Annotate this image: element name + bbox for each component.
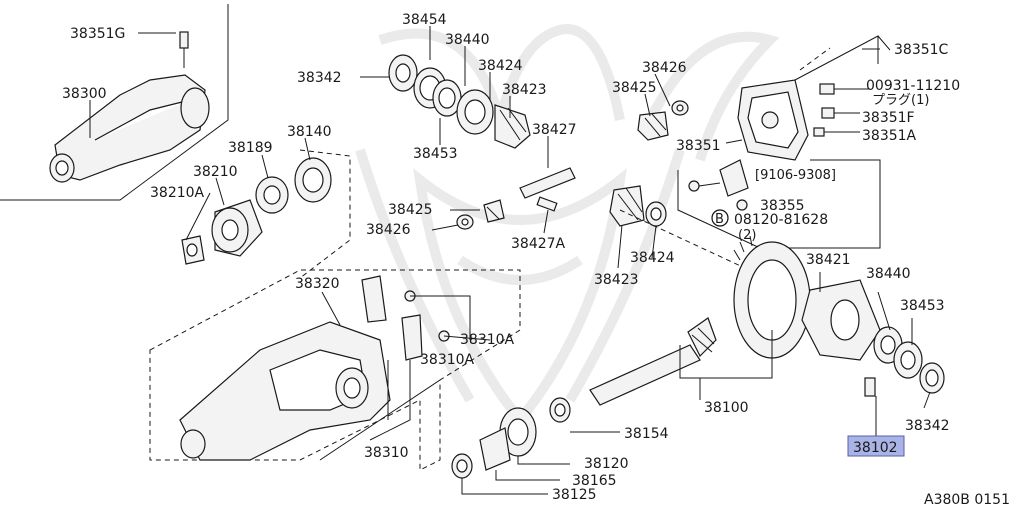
- label-38310[interactable]: 38310: [364, 445, 409, 461]
- pinion-mate-group: [456, 167, 576, 230]
- side-gear-group-mid: [609, 185, 761, 276]
- label-38351g[interactable]: 38351G: [70, 26, 125, 42]
- highlight-38102: [847, 435, 905, 457]
- inset-assembly-38300: [0, 4, 229, 201]
- label-38440-right[interactable]: 38440: [866, 266, 911, 282]
- label-38355[interactable]: 38355: [760, 198, 805, 214]
- label-38342-right[interactable]: 38342: [905, 418, 950, 434]
- label-08120-81628[interactable]: 08120-81628: [734, 212, 828, 228]
- label-38351[interactable]: 38351: [676, 138, 721, 154]
- label-38421[interactable]: 38421: [806, 252, 851, 268]
- rear-cover-38351: [737, 35, 891, 161]
- label-38427[interactable]: 38427: [532, 122, 577, 138]
- bracket-box: [677, 159, 881, 249]
- diagram-ref-code: A380B 0151: [924, 492, 1010, 508]
- side-gear-group: [637, 100, 689, 141]
- label-bolt-qty: (2): [738, 228, 756, 243]
- label-38351c[interactable]: 38351C: [894, 42, 949, 58]
- label-38125[interactable]: 38125: [552, 487, 597, 503]
- label-38102[interactable]: 38102: [853, 440, 898, 456]
- label-38165[interactable]: 38165: [572, 473, 617, 489]
- drive-pinion: [549, 317, 773, 423]
- label-38310a-2[interactable]: 38310A: [420, 352, 475, 368]
- label-38342-top[interactable]: 38342: [297, 70, 342, 86]
- pinion-bearing-group: [451, 407, 570, 495]
- pinion-stack-top: [388, 54, 531, 149]
- label-38120[interactable]: 38120: [584, 456, 629, 472]
- label-38140[interactable]: 38140: [287, 124, 332, 140]
- label-38424-top[interactable]: 38424: [478, 58, 523, 74]
- part-labels: 38351G 38300 38454 38440 38342 38424 384…: [62, 12, 1010, 508]
- label-38300[interactable]: 38300: [62, 86, 107, 102]
- label-38425-mid[interactable]: 38425: [388, 202, 433, 218]
- label-38189[interactable]: 38189: [228, 140, 273, 156]
- label-38425-top[interactable]: 38425: [612, 80, 657, 96]
- label-38426-mid[interactable]: 38426: [366, 222, 411, 238]
- leader-lines: [89, 26, 931, 436]
- label-38154[interactable]: 38154: [624, 426, 669, 442]
- label-38454[interactable]: 38454: [402, 12, 447, 28]
- watermark-emblem: [355, 24, 780, 429]
- label-38453-right[interactable]: 38453: [900, 298, 945, 314]
- label-38351a[interactable]: 38351A: [862, 128, 917, 144]
- label-38210[interactable]: 38210: [193, 164, 238, 180]
- label-38351f[interactable]: 38351F: [862, 110, 915, 126]
- label-00931-11210[interactable]: 00931-11210: [866, 78, 960, 94]
- label-38423-top[interactable]: 38423: [502, 82, 547, 98]
- label-38210a[interactable]: 38210A: [150, 185, 205, 201]
- ring-gear-and-case: [733, 235, 945, 397]
- label-38426-top[interactable]: 38426: [642, 60, 687, 76]
- label-plug: プラグ(1): [872, 93, 929, 108]
- bolt-mark: B: [715, 212, 724, 227]
- label-38320[interactable]: 38320: [295, 276, 340, 292]
- label-38310a-1[interactable]: 38310A: [460, 332, 515, 348]
- label-38440-top[interactable]: 38440: [445, 32, 490, 48]
- label-38453-top[interactable]: 38453: [413, 146, 458, 162]
- label-38427a[interactable]: 38427A: [511, 236, 566, 252]
- companion-flange-group: [181, 149, 351, 279]
- label-38100[interactable]: 38100: [704, 400, 749, 416]
- label-38423-mid[interactable]: 38423: [594, 272, 639, 288]
- label-38424-mid[interactable]: 38424: [630, 250, 675, 266]
- label-date-range: [9106-9308]: [755, 168, 836, 183]
- bolt-mark-circle: [711, 209, 729, 227]
- differential-carrier: [149, 269, 521, 471]
